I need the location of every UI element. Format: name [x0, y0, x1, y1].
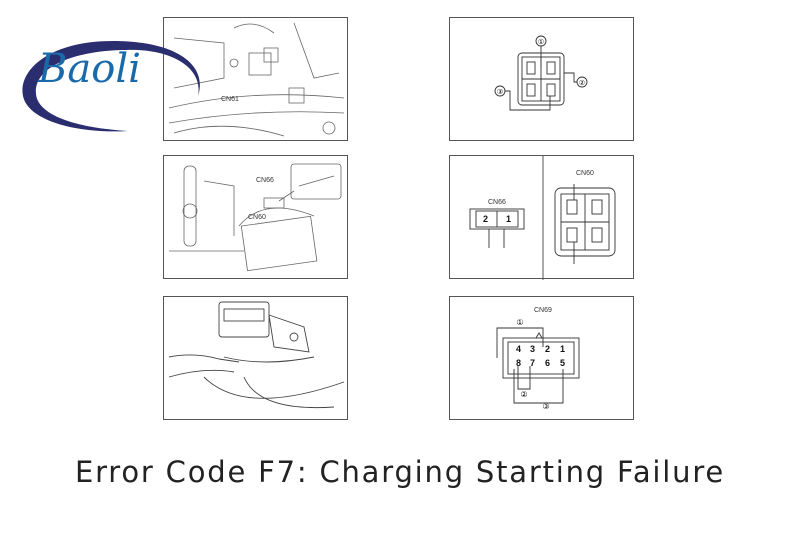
cn69-pin-7: 7 [530, 358, 536, 368]
cn69-pin-5: 5 [560, 358, 566, 368]
cn60-pinout-label: CN60 [576, 170, 594, 177]
cn66-cn60-pinout-panel: CN66 2 1 CN60 [449, 155, 634, 280]
cn66-pin-1: 1 [506, 214, 512, 224]
cn69-callout-3: ③ [542, 402, 549, 411]
cn69-connector-diagram: ① ② ③ [496, 318, 580, 411]
callout-1: ① [538, 38, 544, 46]
cn69-pin-1: 1 [560, 344, 566, 354]
hands-with-multimeter-drawing [168, 301, 345, 409]
multimeter-test-illustration [163, 296, 348, 420]
cn61-connector-diagram: ① ② ③ [494, 35, 588, 111]
cn69-pinout-panel: ① ② ③ CN69 4 3 2 1 8 7 6 5 [449, 296, 634, 420]
baoli-logo-text: Baoli [38, 46, 141, 92]
cn66-pin-2: 2 [483, 214, 489, 224]
page-title: Error Code F7: Charging Starting Failure [74, 455, 726, 489]
cn69-pin-4: 4 [516, 344, 522, 354]
cn69-pin-2: 2 [545, 344, 551, 354]
cn61-pinout-panel: ① ② ③ [449, 17, 634, 141]
callout-3: ③ [497, 88, 503, 96]
cn60-label: CN60 [248, 214, 266, 221]
cn66-cn60-connector-diagram [469, 156, 616, 280]
cn69-pin-3: 3 [530, 344, 536, 354]
controller-wiring-drawing [169, 163, 342, 272]
cn69-pin-8: 8 [516, 358, 522, 368]
callout-2: ② [579, 79, 585, 87]
cn66-pinout-label: CN66 [488, 199, 506, 206]
cn69-pin-6: 6 [545, 358, 551, 368]
cn69-label: CN69 [534, 307, 552, 314]
cn66-label: CN66 [256, 177, 274, 184]
cn61-label: CN61 [221, 96, 239, 103]
cn69-callout-2: ② [520, 390, 527, 399]
cn66-cn60-location-illustration: CN66 CN60 [163, 155, 348, 279]
cn69-callout-1: ① [516, 318, 523, 327]
